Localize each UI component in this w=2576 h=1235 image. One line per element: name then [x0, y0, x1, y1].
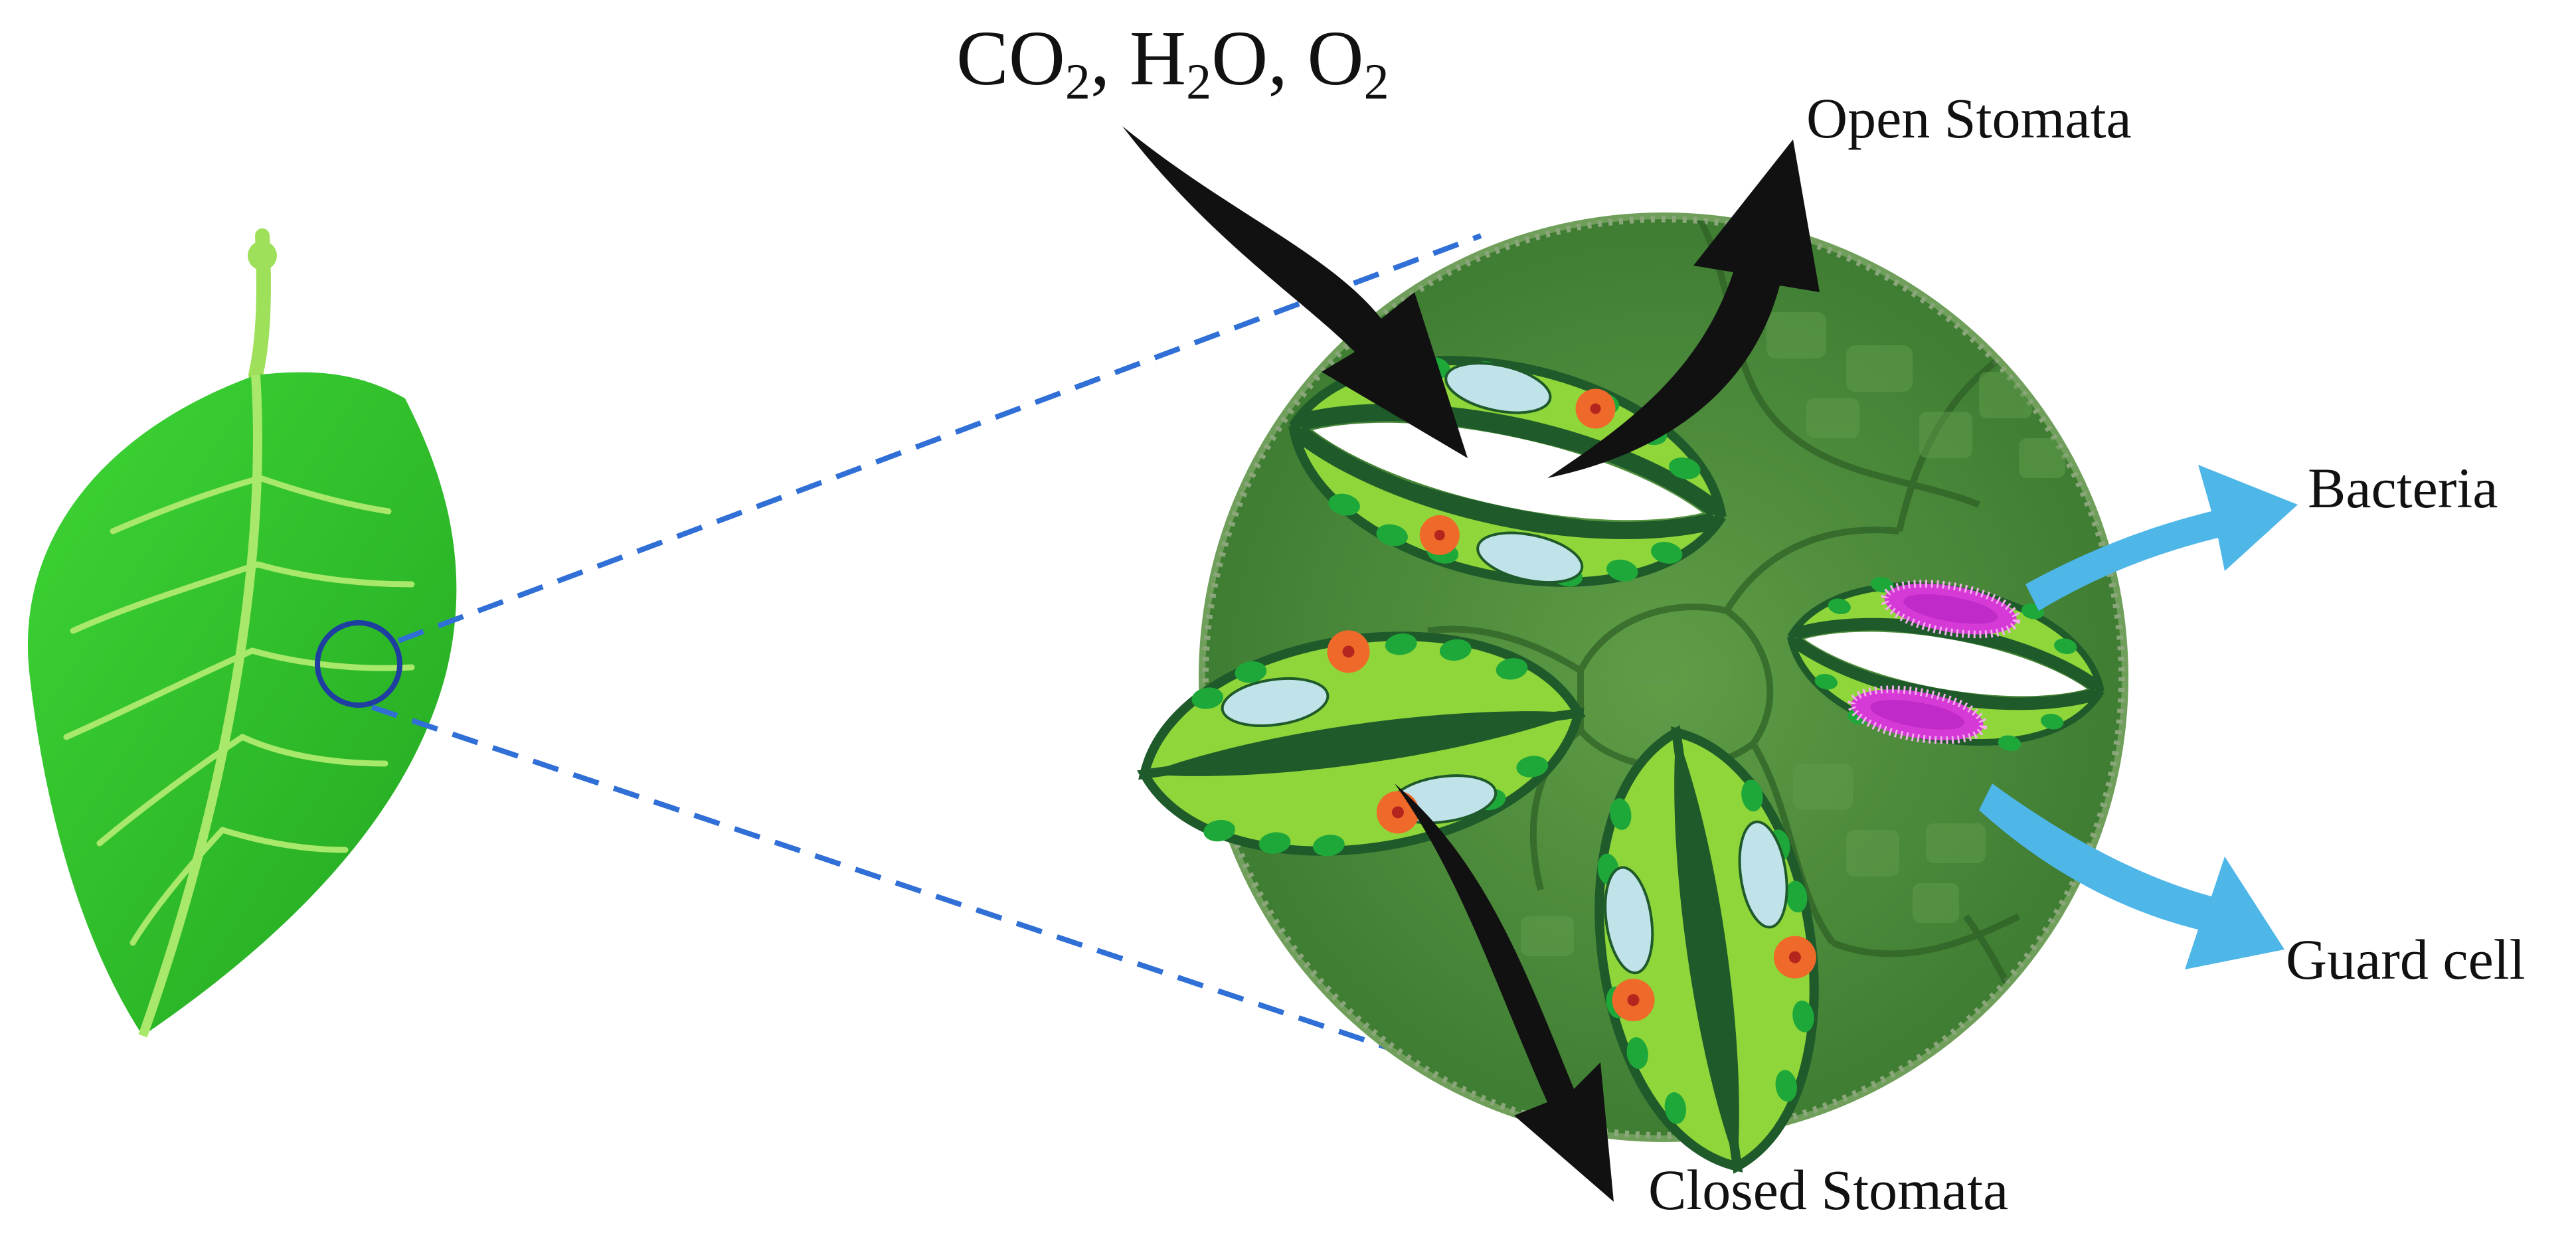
- closed-stomata-label: Closed Stomata: [1648, 1157, 2008, 1223]
- o-mid-text: O: [1211, 15, 1268, 102]
- separator-1: ,: [1090, 15, 1130, 102]
- guard-cell-label: Guard cell: [2286, 926, 2526, 993]
- co-subscript: 2: [1065, 54, 1090, 110]
- leaf-illustration: [28, 236, 456, 1036]
- gas-label: CO2, H2O, O2: [956, 13, 1389, 104]
- h-text: H: [1130, 15, 1186, 102]
- open-stomata-label: Open Stomata: [1806, 85, 2132, 151]
- bacteria-label: Bacteria: [2308, 455, 2498, 521]
- h-subscript: 2: [1186, 54, 1211, 110]
- co-text: CO: [956, 15, 1065, 102]
- o-text: O: [1307, 15, 1363, 102]
- o-subscript: 2: [1364, 54, 1389, 110]
- separator-2: ,: [1268, 15, 1307, 102]
